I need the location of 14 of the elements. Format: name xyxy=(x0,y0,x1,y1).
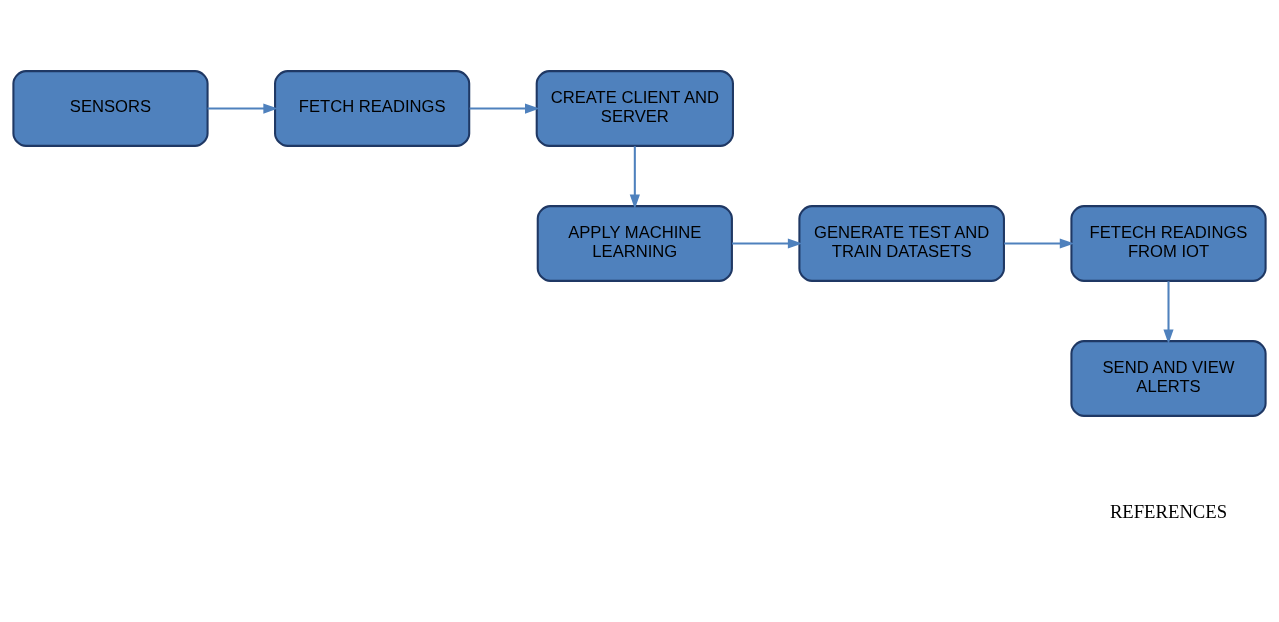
node-box: CREATE CLIENT AND SERVER xyxy=(535,70,734,147)
arrow xyxy=(629,146,640,210)
node-box: GENERATE TEST AND TRAIN DATASETS xyxy=(798,205,1005,282)
arrow xyxy=(469,103,540,114)
label: REFERENCES xyxy=(1109,501,1228,523)
arrow xyxy=(732,238,803,249)
arrow xyxy=(1163,281,1174,345)
node-box: SEND AND VIEW ALERTS xyxy=(1070,340,1267,417)
node-box: SENSORS xyxy=(12,70,209,147)
node-box: APPLY MACHINE LEARNING xyxy=(536,205,733,282)
node-box: FETECH READINGS FROM IOT xyxy=(1070,205,1267,282)
node-box: FETCH READINGS xyxy=(274,70,471,147)
arrow xyxy=(1004,238,1075,249)
arrow xyxy=(207,103,278,114)
